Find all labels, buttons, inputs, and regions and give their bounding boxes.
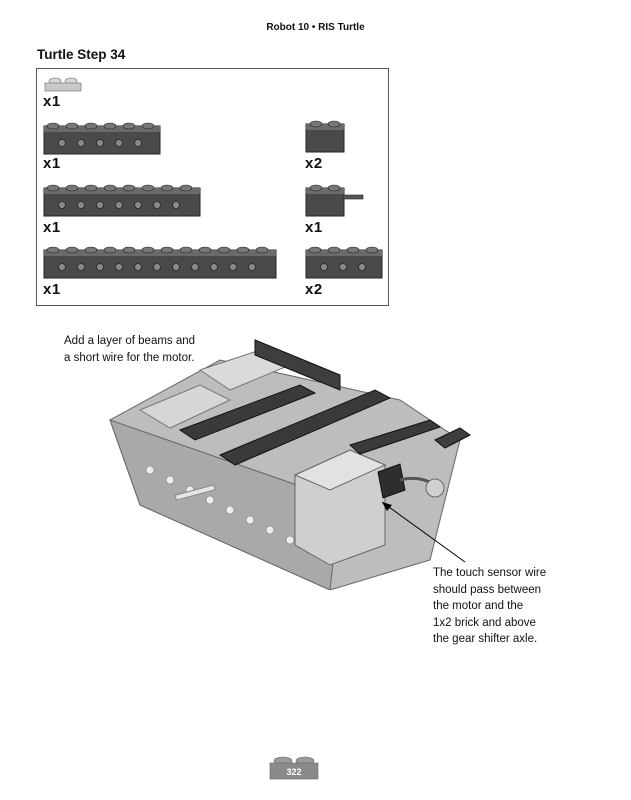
parts-list-box: x1 x1 x2	[36, 68, 389, 306]
instruction-line: Add a layer of beams and	[64, 333, 234, 350]
part-qty: x2	[305, 281, 323, 298]
part-qty: x2	[305, 155, 323, 172]
callout-line: the motor and the	[433, 598, 573, 615]
instruction-text: Add a layer of beams and a short wire fo…	[64, 333, 234, 367]
step-title: Turtle Step 34	[37, 47, 125, 62]
part-qty: x1	[43, 281, 61, 298]
running-header: Robot 10 • RIS Turtle	[0, 22, 631, 33]
technic-beam-1x12-part	[43, 245, 279, 284]
brick-1x2-part	[305, 117, 347, 158]
technic-beam-1x8-part	[43, 183, 203, 222]
instruction-line: a short wire for the motor.	[64, 350, 234, 367]
short-wire-brick-part	[305, 179, 367, 222]
technic-beam-1x6-part	[43, 121, 163, 160]
callout-line: The touch sensor wire	[433, 565, 573, 582]
technic-beam-1x4-part	[305, 245, 385, 284]
part-qty: x1	[43, 219, 61, 236]
callout-line: 1x2 brick and above	[433, 615, 573, 632]
page-number: 322	[268, 767, 320, 777]
assembly-illustration	[100, 330, 490, 590]
callout-line: should pass between	[433, 582, 573, 599]
part-qty: x1	[43, 155, 61, 172]
callout-line: the gear shifter axle.	[433, 631, 573, 648]
part-qty: x1	[305, 219, 323, 236]
callout-note: The touch sensor wire should pass betwee…	[433, 565, 573, 648]
part-qty: x1	[43, 93, 61, 110]
